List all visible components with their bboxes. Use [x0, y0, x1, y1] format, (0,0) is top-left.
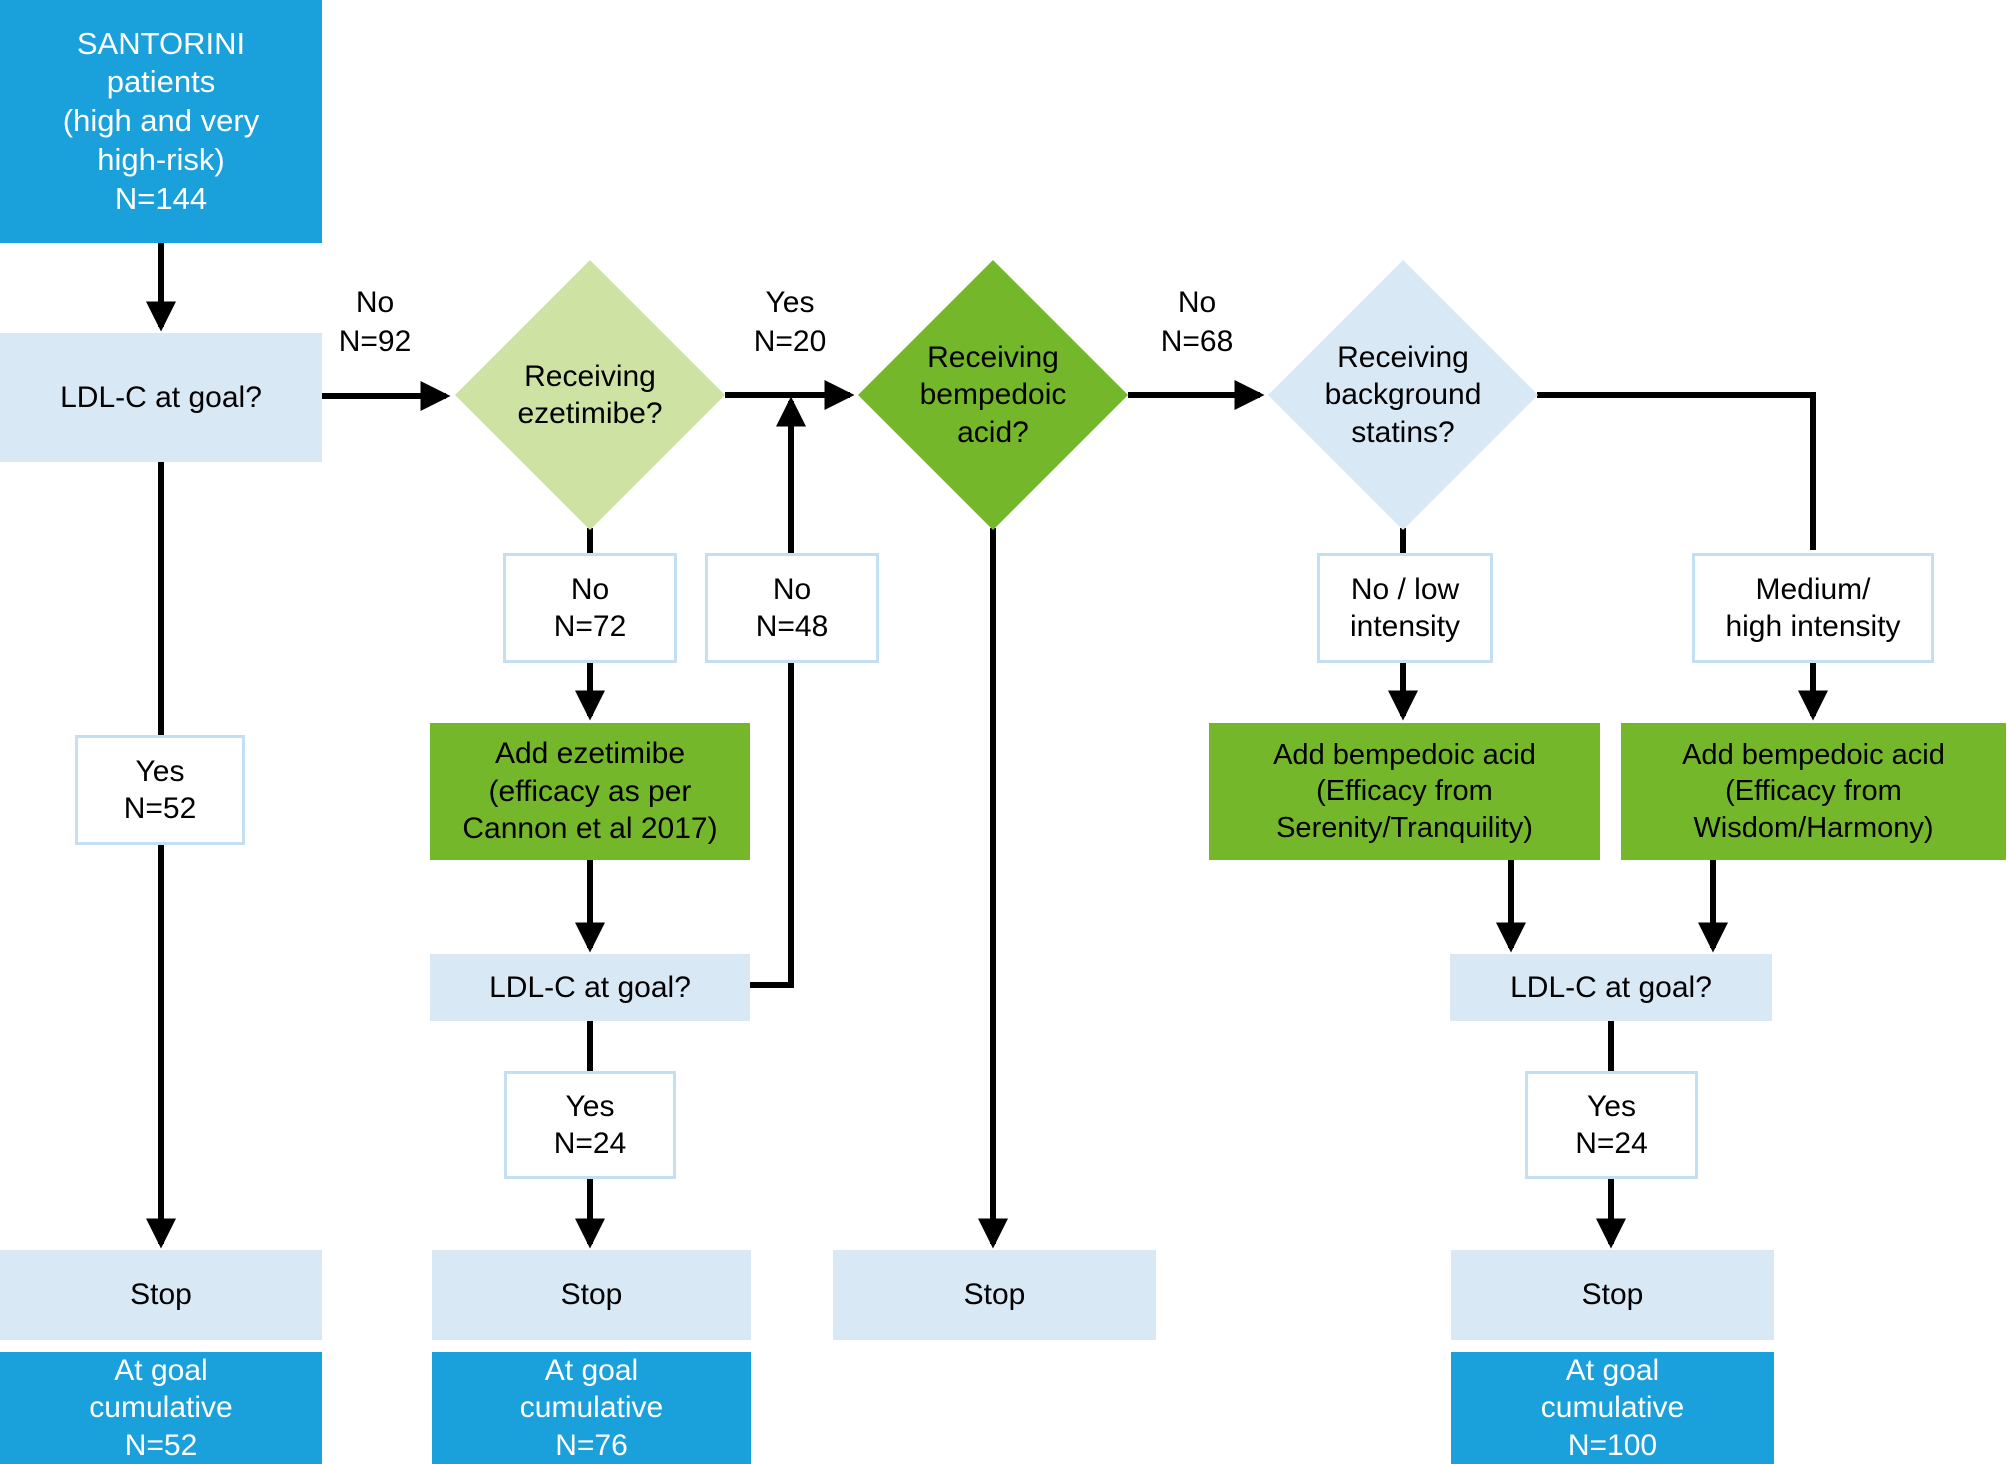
node-add-ezetimibe: Add ezetimibe (efficacy as per Cannon et…	[430, 723, 750, 860]
node-stop-2: Stop	[432, 1250, 751, 1340]
node-no-low-intensity: No / low intensity	[1317, 553, 1493, 663]
node-ldlc-at-goal-3: LDL-C at goal?	[1450, 954, 1772, 1021]
node-add-bempedoic-wisdom: Add bempedoic acid (Efficacy from Wisdom…	[1621, 723, 2006, 860]
node-stop-4: Stop	[1451, 1250, 1774, 1340]
node-yes-n24-right: Yes N=24	[1525, 1071, 1698, 1179]
node-medium-high-intensity: Medium/ high intensity	[1692, 553, 1934, 663]
node-at-goal-cumulative-n100: At goal cumulative N=100	[1451, 1352, 1774, 1464]
node-ldlc-at-goal-2: LDL-C at goal?	[430, 954, 750, 1021]
edge-label-no-n92: No N=92	[338, 286, 412, 358]
node-stop-3: Stop	[833, 1250, 1156, 1340]
node-yes-n24-mid: Yes N=24	[504, 1071, 676, 1179]
node-add-bempedoic-serenity: Add bempedoic acid (Efficacy from Sereni…	[1209, 723, 1600, 860]
node-no-n48: No N=48	[705, 553, 879, 663]
node-at-goal-cumulative-n76: At goal cumulative N=76	[432, 1352, 751, 1464]
connector-ldlc2-no48-loop	[750, 396, 806, 988]
node-yes-n52: Yes N=52	[75, 735, 245, 845]
edge-label-no-n68: No N=68	[1160, 286, 1234, 358]
edge-label-yes-n20: Yes N=20	[753, 286, 827, 358]
node-no-n72: No N=72	[503, 553, 677, 663]
connector-statins-medhigh	[1537, 392, 1816, 550]
node-at-goal-cumulative-n52: At goal cumulative N=52	[0, 1352, 322, 1464]
node-stop-1: Stop	[0, 1250, 322, 1340]
node-ldlc-at-goal-1: LDL-C at goal?	[0, 333, 322, 462]
node-santorini-patients: SANTORINI patients (high and very high-r…	[0, 0, 322, 243]
